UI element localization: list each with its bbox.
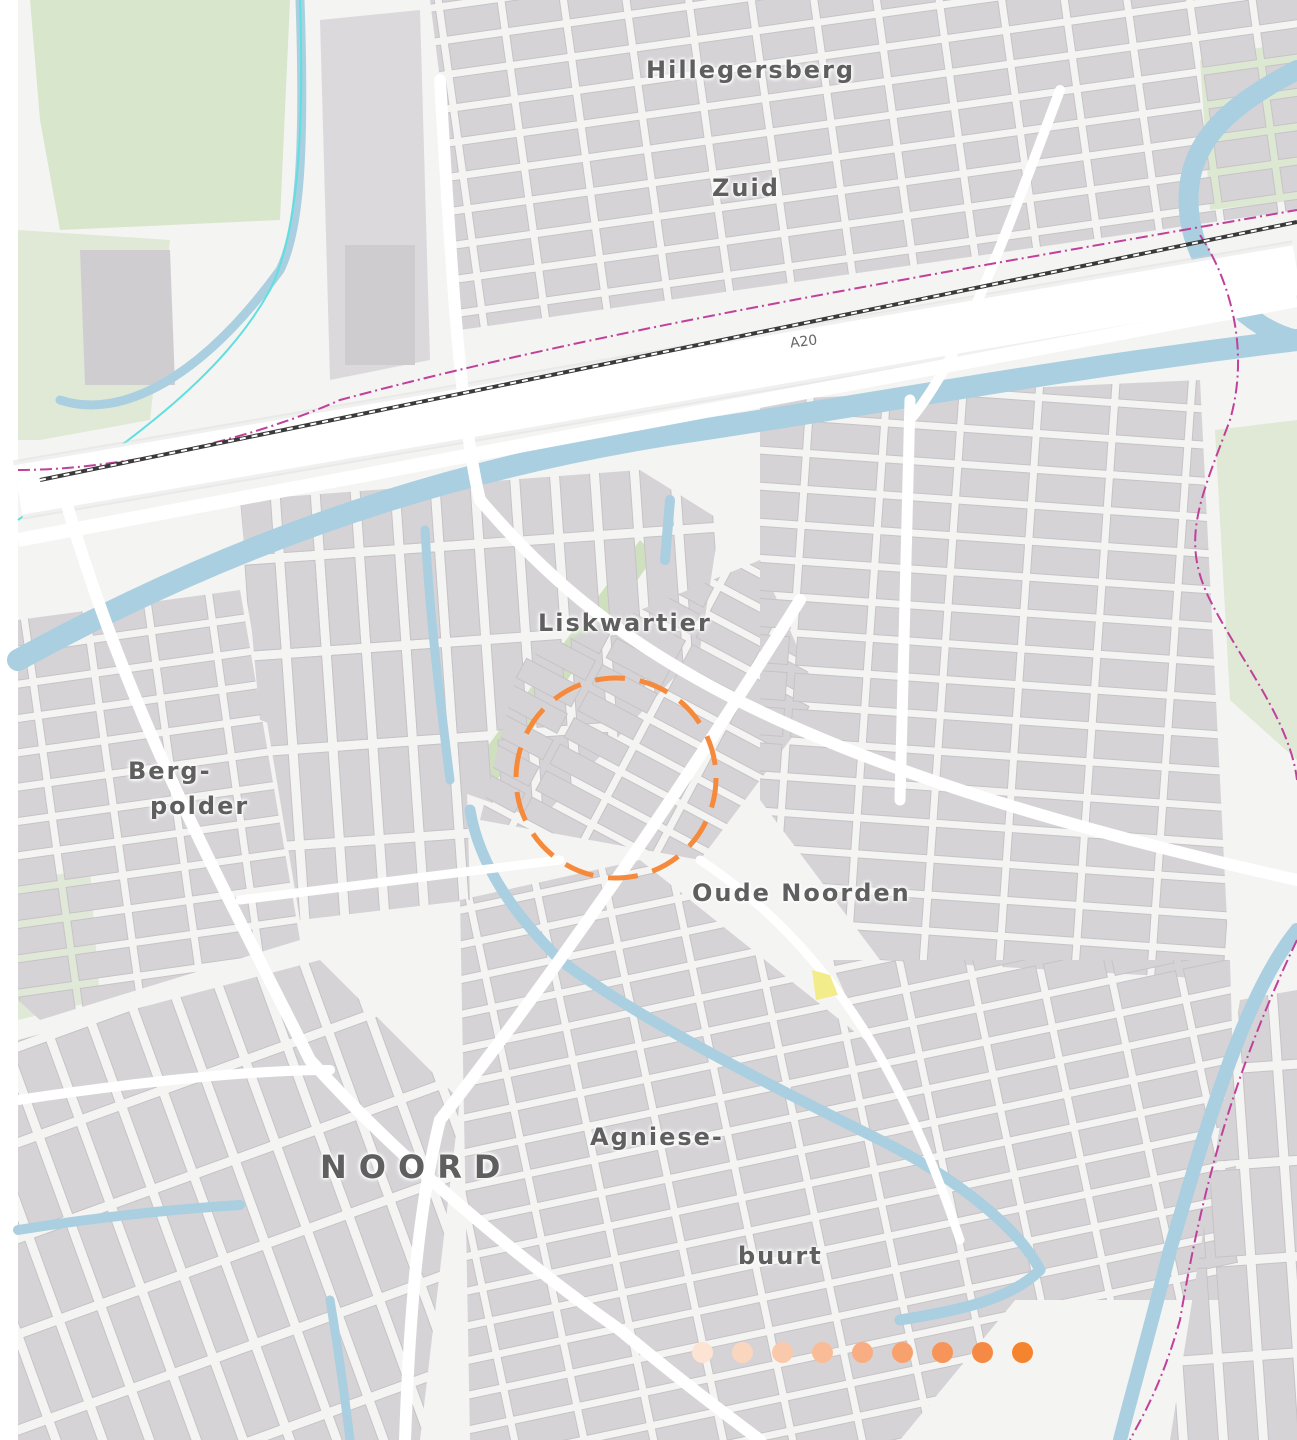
label-noord: NOORD: [320, 1148, 513, 1186]
progress-dots[interactable]: [692, 1342, 1033, 1363]
label-liskwartier: Liskwartier: [538, 609, 712, 637]
highlight-circle[interactable]: [513, 675, 719, 881]
label-agniesebuurt-line2: buurt: [738, 1242, 823, 1270]
progress-dot[interactable]: [732, 1342, 753, 1363]
progress-dot[interactable]: [892, 1342, 913, 1363]
highway-a20: [12, 240, 1297, 547]
yellow-feature: [812, 970, 838, 1000]
progress-dot[interactable]: [812, 1342, 833, 1363]
progress-dot[interactable]: [1012, 1342, 1033, 1363]
road-label-a20: A20: [789, 332, 819, 352]
progress-dot[interactable]: [692, 1342, 713, 1363]
progress-dot[interactable]: [772, 1342, 793, 1363]
label-bergpolder-line2: polder: [150, 792, 250, 820]
label-agniesebuurt-line1: Agniese-: [590, 1123, 724, 1151]
label-bergpolder-line1: Berg-: [128, 757, 212, 785]
canals: [7, 0, 1297, 1440]
railway: [39, 220, 1297, 482]
progress-dot[interactable]: [972, 1342, 993, 1363]
label-zuid: Zuid: [712, 174, 780, 202]
label-hillegersberg: Hillegersberg: [646, 56, 856, 84]
roads: [13, 74, 1297, 1440]
progress-dot[interactable]: [932, 1342, 953, 1363]
label-oude-noorden: Oude Noorden: [692, 879, 911, 907]
progress-dot[interactable]: [852, 1342, 873, 1363]
